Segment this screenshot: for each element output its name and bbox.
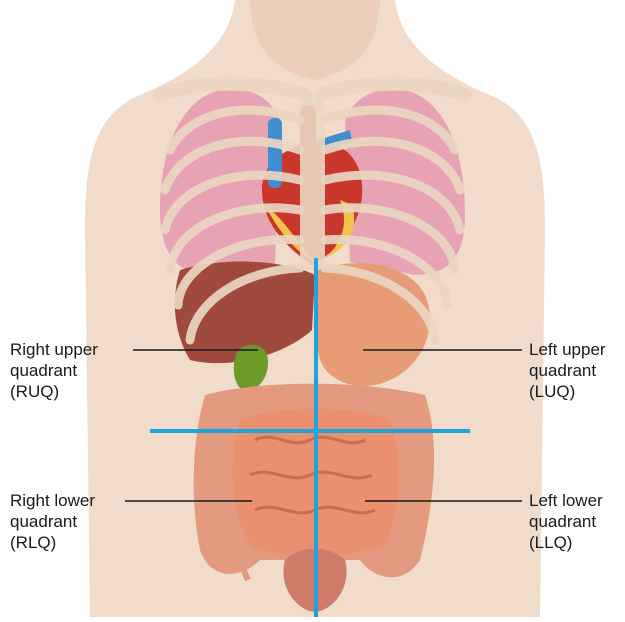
ruq-line2: quadrant xyxy=(10,360,98,381)
llq-line3: (LLQ) xyxy=(529,532,603,553)
ruq-line3: (RUQ) xyxy=(10,381,98,402)
luq-line3: (LUQ) xyxy=(529,381,606,402)
luq-line2: quadrant xyxy=(529,360,606,381)
rlq-line3: (RLQ) xyxy=(10,532,95,553)
ruq-line1: Right upper xyxy=(10,339,98,360)
rlq-line1: Right lower xyxy=(10,490,95,511)
label-right-upper-quadrant: Right upper quadrant (RUQ) xyxy=(10,339,98,402)
label-left-upper-quadrant: Left upper quadrant (LUQ) xyxy=(529,339,606,402)
llq-line2: quadrant xyxy=(529,511,603,532)
llq-line1: Left lower xyxy=(529,490,603,511)
luq-line1: Left upper xyxy=(529,339,606,360)
rlq-line2: quadrant xyxy=(10,511,95,532)
label-right-lower-quadrant: Right lower quadrant (RLQ) xyxy=(10,490,95,553)
sternum xyxy=(300,100,325,270)
label-left-lower-quadrant: Left lower quadrant (LLQ) xyxy=(529,490,603,553)
